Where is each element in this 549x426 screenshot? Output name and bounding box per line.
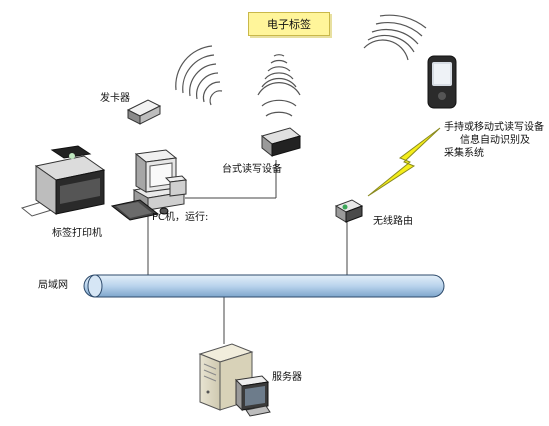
- handheld-device-icon: [427, 55, 457, 109]
- lan-label: 局域网: [38, 280, 68, 291]
- desktop-computer-icon: [110, 149, 188, 221]
- desktop-reader-label: 台式读写设备: [222, 164, 282, 175]
- rfid-tag-icon: 电子标签: [248, 12, 330, 36]
- server-label: 服务器: [272, 372, 302, 383]
- label-printer-icon: [20, 145, 106, 217]
- lightning-icon: [367, 127, 441, 197]
- handheld-label-line1: 手持或移动式读写设备: [444, 122, 544, 133]
- lan-bus: [83, 274, 445, 298]
- handheld-label-line2: 信息自动识别及: [460, 135, 530, 146]
- connection-lines: [147, 160, 348, 344]
- wave-icon: [175, 14, 427, 117]
- handheld-label-line3: 采集系统: [444, 148, 484, 159]
- label-printer-label: 标签打印机: [52, 228, 102, 239]
- tag-label: 电子标签: [267, 18, 311, 31]
- desktop-reader-icon: [260, 127, 302, 158]
- server-icon: [198, 343, 271, 417]
- card-issuer-label: 发卡器: [100, 93, 130, 104]
- card-reader-icon: [126, 99, 162, 125]
- wireless-router-label: 无线路由: [373, 216, 413, 227]
- wireless-router-icon: [334, 199, 364, 223]
- pc-label: PC机，运行:: [152, 212, 209, 223]
